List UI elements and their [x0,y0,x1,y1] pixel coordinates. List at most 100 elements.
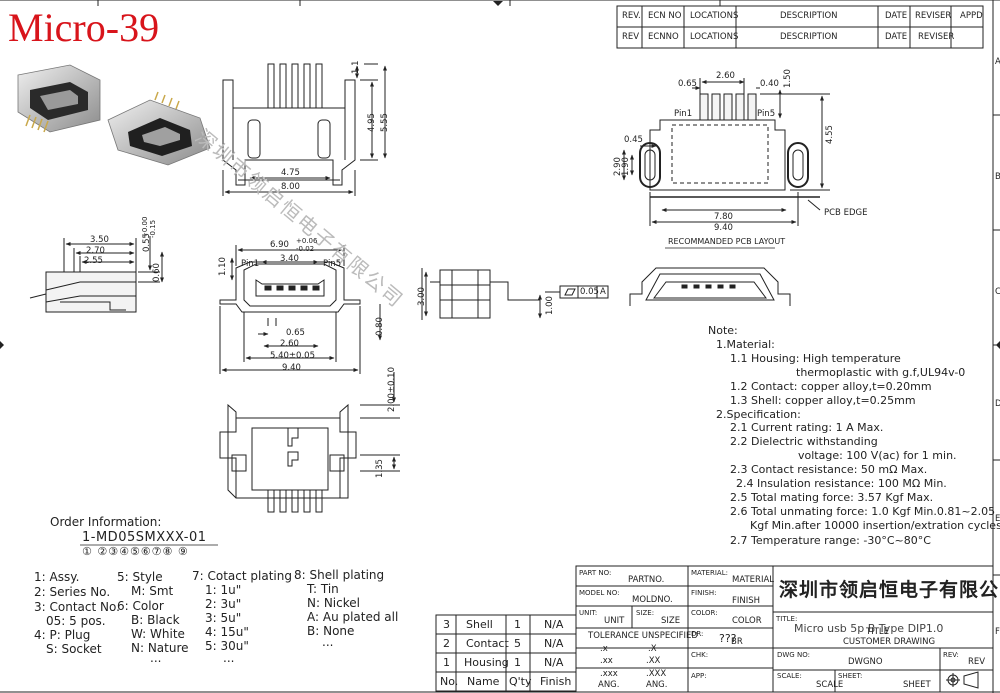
bom-row1-name: Shell [466,618,493,631]
bom-head-name: Name [467,675,500,688]
dim-bottom-2-00: 2.00±0.10 [387,367,397,412]
tb-partno: PARTNO. [628,575,665,585]
tb-unit-label: UNIT: [579,609,598,617]
dim-side-tol-minus: -0.15 [149,219,157,238]
note-2-4: 2.4 Insulation resistance: 100 MΩ Min. [736,477,947,490]
tb-tol-xx: .xx [600,656,613,666]
connector-photo [17,64,211,166]
tb-tol-ang: ANG. [598,680,620,690]
front-pin1-label: Pin1 [241,259,260,269]
tb-tol-x: .x [600,644,608,654]
zone-e: E [995,514,1000,524]
bom-row1-no: 3 [443,618,450,631]
dim-end-3-00: 3.00 [417,287,427,306]
bom-row2-no: 2 [443,637,450,650]
dim-front-1-10: 1.10 [218,257,228,276]
bom-row3-qty: 1 [514,656,521,669]
dim-front-9-40: 9.40 [282,363,301,373]
dim-pcb-1-90: 1.90 [621,157,631,176]
tb-color: COLOR [732,616,762,626]
order-col3-4: 4: 15u" [205,625,249,639]
zone-d: D [995,399,1000,409]
order-col1-3: 05: 5 pos. [46,614,106,628]
note-1-1b: thermoplastic with g.f,UL94v-0 [796,366,966,379]
tb-modelno-label: MODEL NO: [579,589,620,597]
tb-scale-label: SCALE: [777,672,802,680]
tb-tolerance: TOLERANCE UNSPECIFIED [588,631,698,641]
note-1-3: 1.3 Shell: copper alloy,t=0.25mm [730,394,916,407]
tb-br: BR [731,637,743,647]
pcb-edge-label: PCB EDGE [824,208,868,218]
top-view-drawing [222,63,387,196]
frame-arrows [0,1,1000,349]
tb-title-value: Micro usb 5p B Type DIP1.0 [794,622,944,635]
order-col2-0: 5: Style [117,570,163,584]
bom-row3-no: 1 [443,656,450,669]
rev-head-rev: REV. [622,11,641,21]
rev-head-description: DESCRIPTION [780,11,838,21]
dim-top-1-1: 1.1 [351,60,361,74]
order-code: 1-MD05SMXXX-01 [82,530,207,545]
tb-dwg: DWGNO [848,657,883,667]
order-col3-3: 3: 5u" [205,611,242,625]
order-col4-3: A: Au plated all [307,610,399,624]
dim-front-3-40: 3.40 [280,254,299,264]
note-2-2b: voltage: 100 V(ac) for 1 min. [798,449,957,462]
zone-a: A [995,57,1000,67]
dim-bottom-1-35: 1.35 [375,459,385,478]
order-col4-4: B: None [307,624,355,638]
pcb-layout-drawing [622,78,830,249]
dim-pcb-2-60: 2.60 [716,71,735,81]
rev-row-rev: REV [622,32,640,42]
bom-row2-qty: 5 [514,637,521,650]
dim-side-2-55: 2.55 [84,256,103,266]
order-col4-2: N: Nickel [307,596,360,610]
tb-material-label: MATERIAL: [691,569,728,577]
gdt-tolerance: 0.05 [580,287,599,297]
rev-row-description: DESCRIPTION [780,32,838,42]
order-col2-3: B: Black [131,613,180,627]
pcb-layout-caption: RECOMMANDED PCB LAYOUT [668,237,786,246]
bom-row1-qty: 1 [514,618,521,631]
dim-pcb-7-80: 7.80 [714,212,733,222]
tb-tol-xxx: .xxx [600,669,618,679]
note-1-1: 1.1 Housing: High temperature [730,352,901,365]
bom-head-finish: Finish [540,675,572,688]
rev-head-reviser: REVISER [915,11,952,21]
note-specification: 2.Specification: [716,408,801,421]
tb-partno-label: PART NO: [579,569,612,577]
bom-head-qty: Q'ty [509,675,532,688]
note-material: 1.Material: [716,338,775,351]
order-col2-4: W: White [131,627,185,641]
order-col3-2: 2: 3u" [205,597,242,611]
rev-head-ecn: ECN NO [648,11,682,21]
order-col1-2: 3: Contact No. [34,600,120,614]
tb-chk-label: CHK: [691,651,709,659]
note-2-2: 2.2 Dielectric withstanding [730,435,878,448]
dim-pcb-9-40: 9.40 [714,223,733,233]
dim-top-5-55: 5.55 [380,113,390,132]
bom-row1-finish: N/A [544,618,564,631]
dim-front-tol-plus: +0.06 [296,237,318,245]
note-2-5: 2.5 Total mating force: 3.57 Kgf Max. [730,491,934,504]
projection-symbol [946,671,979,689]
rev-row-locations: LOCATIONS [690,32,739,42]
tb-title-overlay: TITLE [866,627,889,637]
dim-top-4-75: 4.75 [281,168,300,178]
bom-row2-name: Contact [466,637,509,650]
dim-end-1-00: 1.00 [545,296,555,315]
notes-heading: Note: [708,324,738,337]
dim-side-2-70: 2.70 [86,246,105,256]
order-markers: ① ②③④⑤⑥⑦⑧ ⑨ [82,545,189,558]
dim-side-3-50: 3.50 [90,235,109,245]
order-col1-0: 1: Assy. [34,570,80,584]
tb-rev: REV [968,657,986,667]
zone-b: B [995,172,1000,182]
dim-front-0-80: 0.80 [375,317,385,336]
rev-head-locations: LOCATIONS [690,11,739,21]
tb-dr-label: DR: [691,630,704,638]
order-col4-0: 8: Shell plating [294,568,385,582]
tb-unit: UNIT [604,616,625,626]
front-pin5-label: Pin5 [323,259,342,269]
